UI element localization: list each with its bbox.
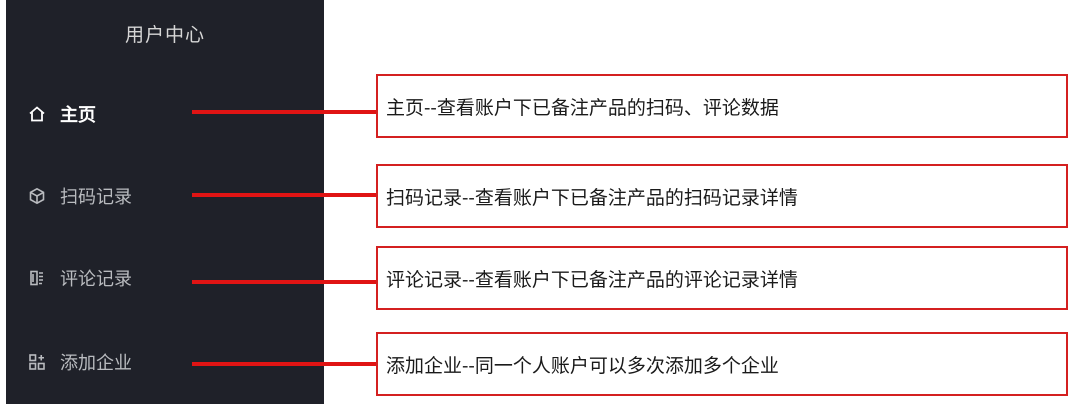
sidebar-item-label: 扫码记录 (60, 187, 132, 208)
annotation-text: 添加企业--同一个人账户可以多次添加多个企业 (386, 354, 779, 377)
sidebar: 用户中心 主页 扫码记录 评论记录 (6, 0, 324, 404)
connector-line (192, 280, 376, 284)
sidebar-item-label: 主页 (60, 105, 96, 126)
book-icon (28, 269, 46, 287)
connector-line (192, 193, 376, 197)
annotation-text: 主页--查看账户下已备注产品的扫码、评论数据 (386, 96, 779, 119)
home-icon (28, 105, 46, 123)
sidebar-title: 用户中心 (124, 24, 205, 46)
sidebar-item-home[interactable]: 主页 (28, 100, 96, 128)
sidebar-item-label: 评论记录 (60, 269, 132, 290)
annotation-box: 主页--查看账户下已备注产品的扫码、评论数据 (376, 74, 1068, 138)
annotation-text: 扫码记录--查看账户下已备注产品的扫码记录详情 (386, 186, 798, 209)
sidebar-item-add-company[interactable]: 添加企业 (28, 348, 132, 376)
cube-icon (28, 187, 46, 205)
sidebar-item-comment-records[interactable]: 评论记录 (28, 264, 132, 292)
annotation-box: 扫码记录--查看账户下已备注产品的扫码记录详情 (376, 164, 1068, 228)
grid-icon (28, 353, 46, 371)
connector-line (192, 362, 376, 366)
annotation-box: 添加企业--同一个人账户可以多次添加多个企业 (376, 332, 1068, 396)
connector-line (192, 110, 376, 114)
annotation-box: 评论记录--查看账户下已备注产品的评论记录详情 (376, 246, 1068, 310)
sidebar-item-label: 添加企业 (60, 353, 132, 374)
annotation-text: 评论记录--查看账户下已备注产品的评论记录详情 (386, 268, 798, 291)
sidebar-item-scan-records[interactable]: 扫码记录 (28, 182, 132, 210)
